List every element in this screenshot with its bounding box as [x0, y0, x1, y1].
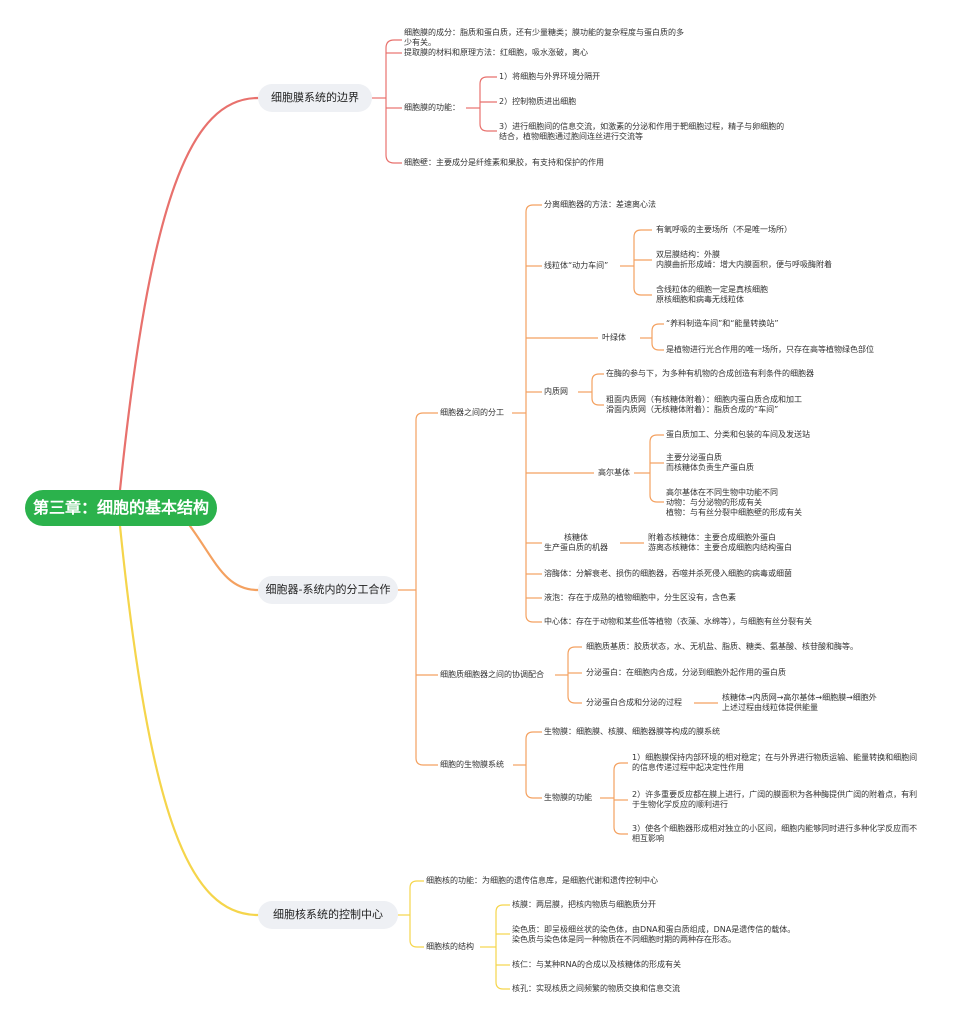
- branch-organelles[interactable]: 细胞器-系统内的分工合作: [258, 576, 398, 604]
- node-nucleus-structure[interactable]: 细胞核的结构: [426, 942, 474, 951]
- node-er-2[interactable]: 粗面内质网（有核糖体附着）：细胞内蛋白质合成和加工 滑面内质网（无核糖体附着）：…: [606, 395, 802, 414]
- node-mito-3[interactable]: 含线粒体的细胞一定是真核细胞 原核细胞和病毒无线粒体: [656, 285, 768, 304]
- node-biomembrane-def[interactable]: 生物膜：细胞膜、核膜、细胞器膜等构成的膜系统: [544, 727, 720, 736]
- node-nucleolus[interactable]: 核仁：与某种RNA的合成以及核糖体的形成有关: [512, 960, 682, 969]
- branch-cell-membrane[interactable]: 细胞膜系统的边界: [258, 84, 372, 112]
- node-cell-wall[interactable]: 细胞壁：主要成分是纤维素和果胶，有支持和保护的作用: [404, 158, 604, 167]
- node-biomembrane-function-3[interactable]: 3）使各个细胞器形成相对独立的小区间，细胞内能够同时进行多种化学反应而不 相互影…: [632, 824, 918, 843]
- node-chromatin[interactable]: 染色质：即呈极细丝状的染色体，由DNA和蛋白质组成，DNA是遗传信的载体。 染色…: [512, 925, 796, 944]
- node-cytoplasm-matrix[interactable]: 细胞质基质：胶质状态，水、无机盐、脂质、糖类、氨基酸、核苷酸和酶等。: [586, 642, 858, 651]
- node-chloroplast[interactable]: 叶绿体: [602, 333, 626, 342]
- node-golgi-2[interactable]: 主要分泌蛋白质 而核糖体负责生产蛋白质: [666, 453, 754, 472]
- edge-root-b2: [188, 524, 260, 592]
- root-node[interactable]: 第三章：细胞的基本结构: [25, 490, 217, 526]
- node-organelle-division[interactable]: 细胞器之间的分工: [440, 408, 504, 417]
- node-biomembrane-system[interactable]: 细胞的生物膜系统: [440, 760, 504, 769]
- node-er[interactable]: 内质网: [544, 387, 568, 396]
- node-secretion-process[interactable]: 分泌蛋白合成和分泌的过程: [586, 698, 682, 707]
- node-centrosome[interactable]: 中心体：存在于动物和某些低等植物（衣藻、水绵等），与细胞有丝分裂有关: [544, 617, 812, 626]
- node-golgi-3[interactable]: 高尔基体在不同生物中功能不同 动物：与分泌物的形成有关 植物：与有丝分裂中细胞壁…: [666, 488, 802, 517]
- edge-root-b3: [118, 524, 260, 917]
- node-membrane-extraction[interactable]: 提取膜的材料和原理方法：红细胞，吸水涨破，离心: [404, 48, 588, 57]
- node-membrane-function[interactable]: 细胞膜的功能：: [404, 103, 460, 112]
- branch-nucleus[interactable]: 细胞核系统的控制中心: [258, 901, 398, 929]
- node-biomembrane-function-2[interactable]: 2）许多重要反应都在膜上进行，广阔的膜面积为各种酶提供广阔的附着点，有利 于生物…: [632, 790, 918, 809]
- node-nucleus-function[interactable]: 细胞核的功能：为细胞的遗传信息库，是细胞代谢和遗传控制中心: [426, 876, 658, 885]
- node-biomembrane-function[interactable]: 生物膜的功能: [544, 793, 592, 802]
- node-mito-2[interactable]: 双层膜结构：外膜 内膜曲折形成嵴：增大内膜面积，便与呼吸酶附着: [656, 250, 832, 269]
- node-nuclear-envelope[interactable]: 核膜：两层膜，把核内物质与细胞质分开: [512, 900, 656, 909]
- node-secretion-steps[interactable]: 核糖体→内质网→高尔基体→细胞膜→细胞外 上述过程由线粒体提供能量: [722, 693, 877, 712]
- node-membrane-function-2[interactable]: 2）控制物质进出细胞: [499, 97, 577, 106]
- node-secretory-protein[interactable]: 分泌蛋白：在细胞内合成，分泌到细胞外起作用的蛋白质: [586, 668, 786, 677]
- node-organelle-cooperation[interactable]: 细胞质细胞器之间的协调配合: [440, 670, 544, 679]
- node-mito-1[interactable]: 有氧呼吸的主要场所（不是唯一场所）: [656, 225, 792, 234]
- node-membrane-function-1[interactable]: 1）将细胞与外界环境分隔开: [499, 72, 601, 81]
- node-vacuole[interactable]: 液泡：存在于成熟的植物细胞中，分生区没有，含色素: [544, 593, 736, 602]
- node-membrane-composition[interactable]: 细胞膜的成分：脂质和蛋白质，还有少量糖类；膜功能的复杂程度与蛋白质的多 少有关。: [404, 28, 684, 47]
- node-biomembrane-function-1[interactable]: 1）细胞膜保持内部环境的相对稳定；在与外界进行物质运输、能量转换和细胞间 的信息…: [632, 753, 918, 772]
- node-chloro-2[interactable]: 是植物进行光合作用的唯一场所，只存在高等植物绿色部位: [666, 345, 874, 354]
- node-mitochondria[interactable]: 线粒体“动力车间”: [544, 261, 609, 270]
- node-lysosome[interactable]: 溶酶体：分解衰老、损伤的细胞器，吞噬并杀死侵入细胞的病毒或细菌: [544, 569, 792, 578]
- node-chloro-1[interactable]: “养料制造车间”和“能量转换站”: [666, 319, 779, 328]
- edge-root-b1: [118, 96, 260, 492]
- node-separation-method[interactable]: 分离细胞器的方法：差速离心法: [544, 200, 656, 209]
- node-ribosome[interactable]: 核糖体 生产蛋白质的机器: [544, 533, 608, 552]
- node-nuclear-pore[interactable]: 核孔：实现核质之间频繁的物质交换和信息交流: [512, 984, 680, 993]
- node-er-1[interactable]: 在酶的参与下，为多种有机物的合成创造有利条件的细胞器: [606, 369, 814, 378]
- node-ribosome-1[interactable]: 附着态核糖体：主要合成细胞外蛋白 游离态核糖体：主要合成细胞内结构蛋白: [648, 533, 792, 552]
- node-membrane-function-3[interactable]: 3）进行细胞间的信息交流，如激素的分泌和作用于靶细胞过程，精子与卵细胞的 结合，…: [499, 122, 785, 141]
- node-golgi[interactable]: 高尔基体: [598, 468, 630, 477]
- node-golgi-1[interactable]: 蛋白质加工、分类和包装的车间及发送站: [666, 430, 810, 439]
